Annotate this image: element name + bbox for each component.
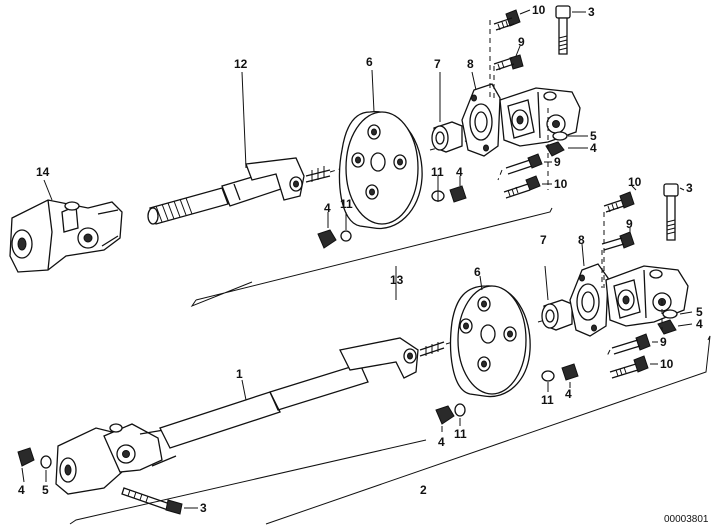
label-1: 1 [236,367,243,381]
bolt-9-upper-b [505,153,543,175]
lower-shaft-1 [159,337,445,449]
label-11: 11 [454,427,467,441]
flex-disc-6-lower [449,285,531,398]
label-2: 2 [420,483,427,497]
label-3: 3 [686,181,693,195]
label-11: 11 [340,197,353,211]
label-4: 4 [456,165,463,179]
label-4: 4 [590,141,597,155]
bolt-10-lower-top [603,191,635,213]
label-10: 10 [628,175,642,189]
label-7: 7 [434,57,441,71]
label-5: 5 [696,305,703,319]
flange-8-lower [569,263,609,337]
flex-disc-6-upper [338,111,423,230]
upper-shaft-12 [147,157,331,225]
label-14: 14 [36,165,50,179]
label-12: 12 [234,57,248,71]
bolt-10-lower-bottom [609,355,649,379]
label-5: 5 [42,483,49,497]
washer-nut-11-4-lower-right [541,363,579,382]
bolt-9-lower-b [611,333,651,355]
label-6: 6 [366,55,373,69]
bolt-9-upper-a [493,54,524,71]
label-11: 11 [541,393,554,407]
nut-washer-4-5-lower-left [17,447,52,469]
label-9: 9 [626,217,633,231]
bolt-10-upper-top [493,9,521,31]
label-9: 9 [518,35,525,49]
bolt-3-lower-right [663,183,679,241]
bolt-3-upper [555,5,571,55]
label-9: 9 [660,335,667,349]
nut-washer-4-11-upper-left [317,229,352,249]
callout-labels: 10 3 9 6 7 8 12 5 4 9 14 10 11 4 10 3 4 … [18,3,703,515]
washer-nut-5-4-lower [657,309,678,335]
upper-assembly-lines [489,20,549,190]
nut-washer-4-11-lower-mid [435,403,466,425]
universal-joint-14 [9,199,123,273]
label-4: 4 [18,483,25,497]
label-8: 8 [467,57,474,71]
label-3: 3 [588,5,595,19]
label-4: 4 [565,387,572,401]
label-3: 3 [200,501,207,515]
washer-nut-5-4-upper [545,131,568,157]
label-10: 10 [554,177,568,191]
bushing-7-lower [541,299,573,331]
flange-8-upper [461,83,501,157]
bracket-13 [190,207,553,308]
diagram-reference-number: 00003801 [664,514,709,525]
label-8: 8 [578,233,585,247]
universal-joint-upper-right [499,87,581,147]
label-13: 13 [390,273,404,287]
label-5: 5 [590,129,597,143]
label-4: 4 [324,201,331,215]
label-6: 6 [474,265,481,279]
universal-joint-lower-left [55,423,177,495]
bolt-9-lower-a [601,231,635,251]
label-10: 10 [660,357,674,371]
label-11: 11 [431,165,444,179]
label-9: 9 [554,155,561,169]
leader-lines [21,9,693,509]
washer-nut-11-4-upper-right [431,185,467,203]
bracket-2 [69,335,711,525]
bolt-10-upper-bottom [503,175,541,199]
label-7: 7 [540,233,547,247]
bolt-3-lower-left [121,487,183,515]
label-4: 4 [696,317,703,331]
bushing-7-upper [431,121,463,153]
label-4: 4 [438,435,445,449]
label-10: 10 [532,3,546,17]
lower-assembly-lines [601,212,663,359]
